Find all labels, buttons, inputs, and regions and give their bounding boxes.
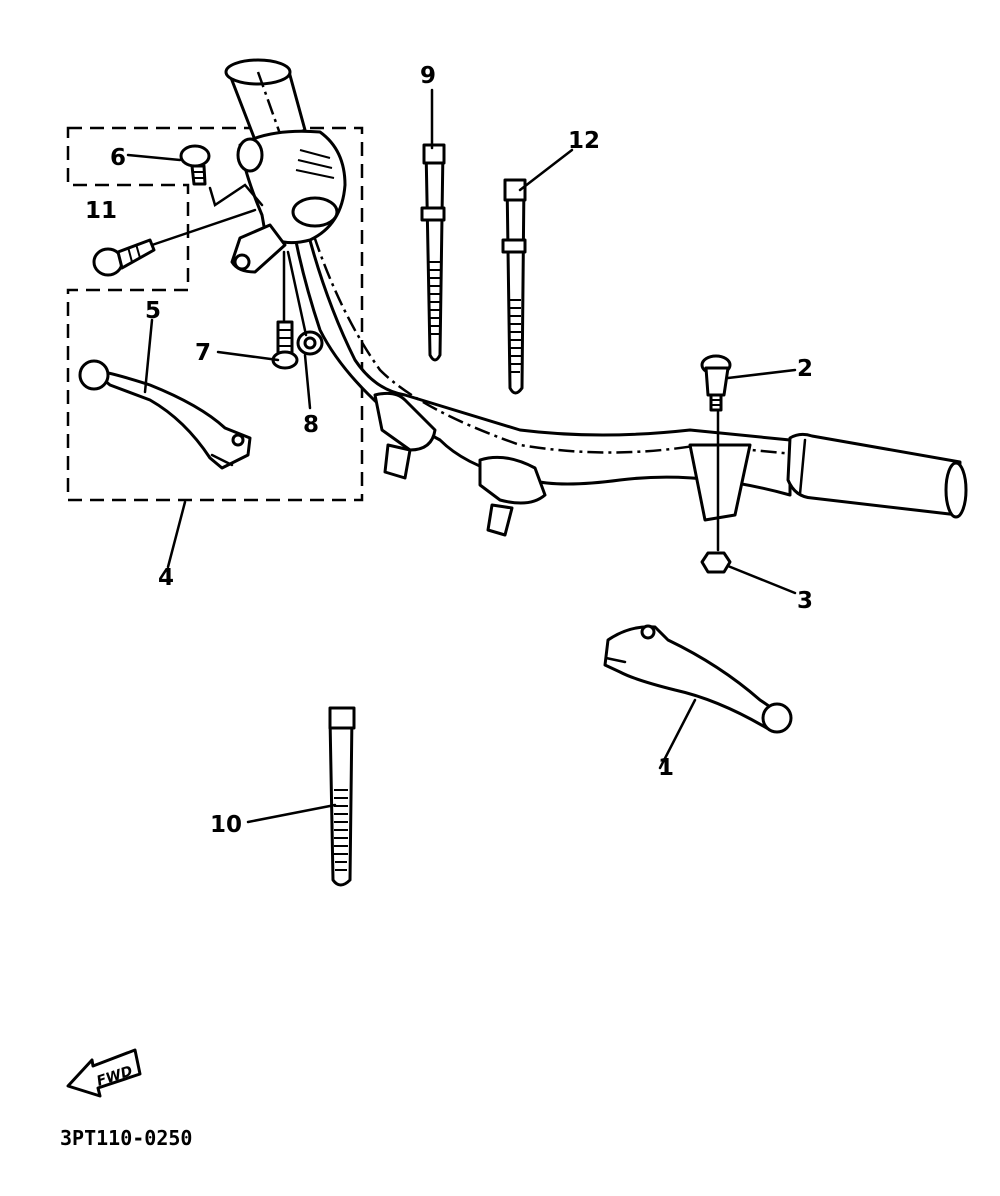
lever-holder (230, 129, 347, 274)
handlebar (224, 58, 968, 537)
label-5: 5 (145, 298, 161, 324)
label-8: 8 (303, 412, 319, 438)
lever-5 (78, 359, 252, 470)
screw-2 (700, 354, 732, 412)
bolt-11 (92, 238, 156, 277)
diagram-code: 3PT110-0250 (60, 1126, 192, 1150)
assembly-4-box (66, 126, 364, 502)
fwd-arrow-icon: FWD (66, 1048, 142, 1098)
label-1: 1 (658, 755, 674, 781)
nut-3 (700, 551, 732, 574)
cable-band-10 (328, 706, 356, 887)
screw-6 (179, 144, 211, 186)
cable-band-12 (501, 178, 527, 395)
label-2: 2 (797, 356, 813, 382)
label-3: 3 (797, 588, 813, 614)
leader-lines (126, 88, 797, 824)
nut-8 (296, 330, 324, 356)
label-7: 7 (195, 340, 211, 366)
label-9: 9 (420, 63, 436, 89)
label-12: 12 (568, 128, 600, 154)
bolt-7 (271, 320, 299, 370)
label-6: 6 (110, 145, 126, 171)
lever-1 (603, 624, 793, 734)
cable-band-9 (420, 143, 446, 362)
label-10: 10 (210, 812, 242, 838)
label-11: 11 (85, 198, 117, 224)
label-4: 4 (158, 565, 174, 591)
